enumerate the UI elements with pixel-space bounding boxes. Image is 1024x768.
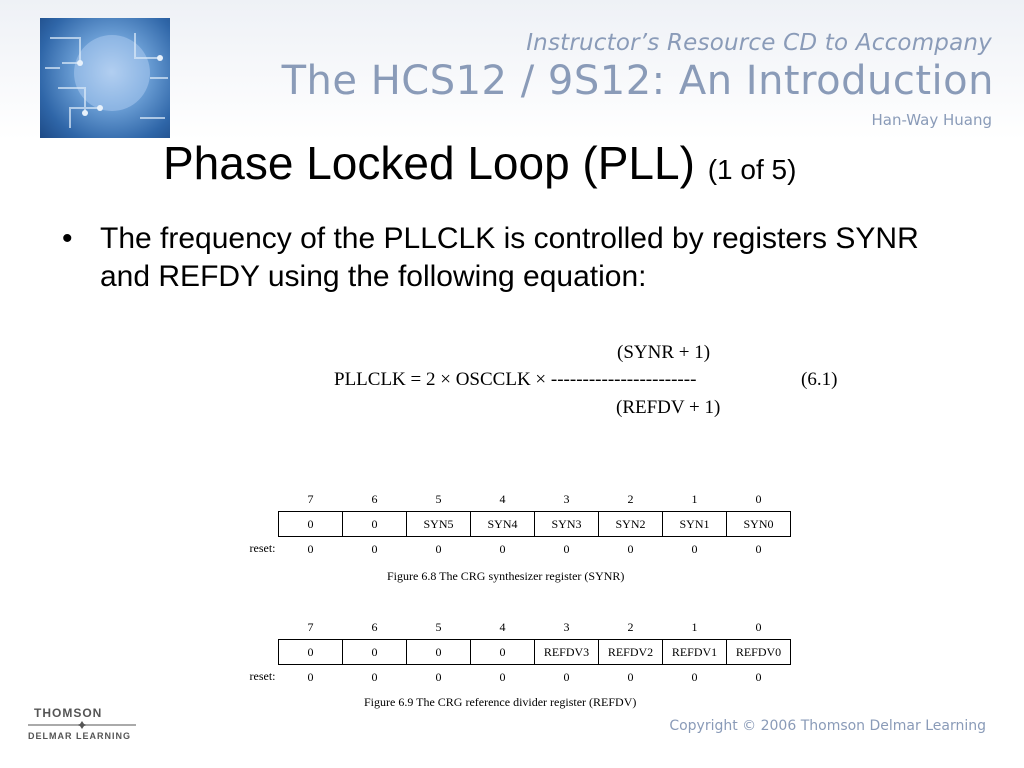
- copyright-text: Copyright © 2006 Thomson Delmar Learning: [669, 718, 986, 734]
- register-field: 0: [278, 511, 343, 537]
- synr-reset-row: reset: 0 0 0 0 0 0 0 0: [230, 537, 791, 562]
- register-field: SYN2: [598, 511, 663, 537]
- bit-number: 6: [371, 491, 378, 506]
- register-field: REFDV0: [726, 639, 791, 665]
- reset-value: 0: [499, 669, 506, 684]
- reset-value: 0: [499, 541, 506, 556]
- synr-register-table: 7 6 5 4 3 2 1 0 0 0 SYN5 SYN4 SYN3 SYN2 …: [230, 487, 791, 561]
- reset-value: 0: [627, 669, 634, 684]
- bullet-text: The frequency of the PLLCLK is controlle…: [100, 222, 919, 293]
- bit-number: 4: [499, 619, 506, 634]
- equation-denominator: (REFDV + 1): [616, 397, 721, 418]
- register-field: SYN4: [470, 511, 535, 537]
- slide-title-sub: (1 of 5): [707, 154, 797, 185]
- banner-subtitle: Instructor’s Resource CD to Accompany: [526, 30, 992, 56]
- bit-number: 2: [627, 491, 634, 506]
- circuit-globe-icon: [45, 33, 168, 128]
- register-field: 0: [406, 639, 471, 665]
- reset-value: 0: [307, 669, 314, 684]
- register-field: SYN0: [726, 511, 791, 537]
- refdv-field-row: 0 0 0 0 REFDV3 REFDV2 REFDV1 REFDV0: [230, 639, 791, 665]
- bit-number: 1: [691, 619, 698, 634]
- book-cover-logo: [40, 18, 170, 138]
- reset-value: 0: [755, 669, 762, 684]
- register-field: REFDV2: [598, 639, 663, 665]
- reset-label: reset:: [249, 669, 276, 684]
- banner-author: Han-Way Huang: [871, 111, 993, 129]
- reset-value: 0: [691, 669, 698, 684]
- star-divider-icon: [28, 721, 136, 729]
- slide-title-main: Phase Locked Loop (PLL): [163, 137, 695, 189]
- slide-title: Phase Locked Loop (PLL) (1 of 5): [163, 136, 796, 190]
- bit-number: 3: [563, 619, 570, 634]
- reset-value: 0: [755, 541, 762, 556]
- bit-number: 7: [307, 491, 314, 506]
- bit-number: 2: [627, 619, 634, 634]
- register-field: 0: [470, 639, 535, 665]
- register-field: REFDV3: [534, 639, 599, 665]
- register-field: 0: [342, 511, 407, 537]
- synr-field-row: 0 0 SYN5 SYN4 SYN3 SYN2 SYN1 SYN0: [230, 511, 791, 537]
- bit-number: 0: [755, 619, 762, 634]
- register-field: REFDV1: [662, 639, 727, 665]
- synr-figure-caption: Figure 6.8 The CRG synthesizer register …: [387, 569, 625, 583]
- banner-book-title: The HCS12 / 9S12: An Introduction: [281, 58, 994, 104]
- reset-value: 0: [691, 541, 698, 556]
- refdv-figure-caption: Figure 6.9 The CRG reference divider reg…: [364, 695, 637, 709]
- header-banner: Instructor’s Resource CD to Accompany Th…: [0, 0, 1024, 140]
- reset-value: 0: [563, 669, 570, 684]
- register-field: SYN3: [534, 511, 599, 537]
- reset-value: 0: [627, 541, 634, 556]
- register-field: SYN5: [406, 511, 471, 537]
- bit-number: 5: [435, 619, 442, 634]
- reset-value: 0: [371, 669, 378, 684]
- reset-value: 0: [435, 669, 442, 684]
- equation-main: PLLCLK = 2 × OSCCLK × ------------------…: [334, 369, 697, 390]
- refdv-register-table: 7 6 5 4 3 2 1 0 0 0 0 0 REFDV3 REFDV2 RE…: [230, 615, 791, 689]
- refdv-bit-row: 7 6 5 4 3 2 1 0: [230, 615, 791, 640]
- publisher-logo: THOMSON DELMAR LEARNING: [28, 706, 136, 746]
- refdv-reset-row: reset: 0 0 0 0 0 0 0 0: [230, 665, 791, 690]
- equation-numerator: (SYNR + 1): [617, 342, 711, 363]
- bullet-icon: •: [62, 222, 73, 255]
- register-field: 0: [342, 639, 407, 665]
- bit-number: 0: [755, 491, 762, 506]
- reset-label: reset:: [249, 541, 276, 556]
- bit-number: 5: [435, 491, 442, 506]
- reset-value: 0: [307, 541, 314, 556]
- synr-bit-row: 7 6 5 4 3 2 1 0: [230, 487, 791, 512]
- equation-number: (6.1): [801, 369, 838, 390]
- bit-number: 4: [499, 491, 506, 506]
- reset-value: 0: [371, 541, 378, 556]
- reset-value: 0: [563, 541, 570, 556]
- publisher-logo-line2: DELMAR LEARNING: [28, 731, 131, 741]
- register-field: 0: [278, 639, 343, 665]
- bit-number: 6: [371, 619, 378, 634]
- register-field: SYN1: [662, 511, 727, 537]
- reset-value: 0: [435, 541, 442, 556]
- publisher-logo-line1: THOMSON: [34, 706, 103, 720]
- bit-number: 1: [691, 491, 698, 506]
- bit-number: 3: [563, 491, 570, 506]
- bit-number: 7: [307, 619, 314, 634]
